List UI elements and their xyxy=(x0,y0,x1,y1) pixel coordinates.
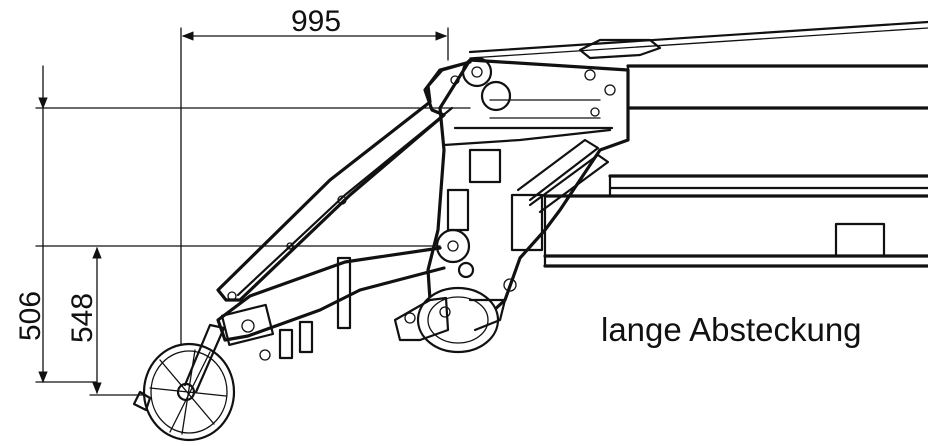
machine-frame xyxy=(468,20,928,268)
dimension-995-value: 995 xyxy=(291,5,341,38)
dimension-506-value: 506 xyxy=(14,291,47,341)
dimension-548: 548 xyxy=(35,245,441,396)
dimension-995: 995 xyxy=(180,5,449,396)
lower-arm xyxy=(216,246,446,361)
mast-assembly xyxy=(426,38,662,314)
dimension-506: 506 xyxy=(14,65,471,384)
diagram-label: lange Absteckung xyxy=(601,311,862,348)
rear-wheel xyxy=(393,286,507,354)
upper-arm xyxy=(216,60,472,302)
front-disc-wheel xyxy=(132,323,236,442)
dimension-548-value: 548 xyxy=(66,293,99,343)
